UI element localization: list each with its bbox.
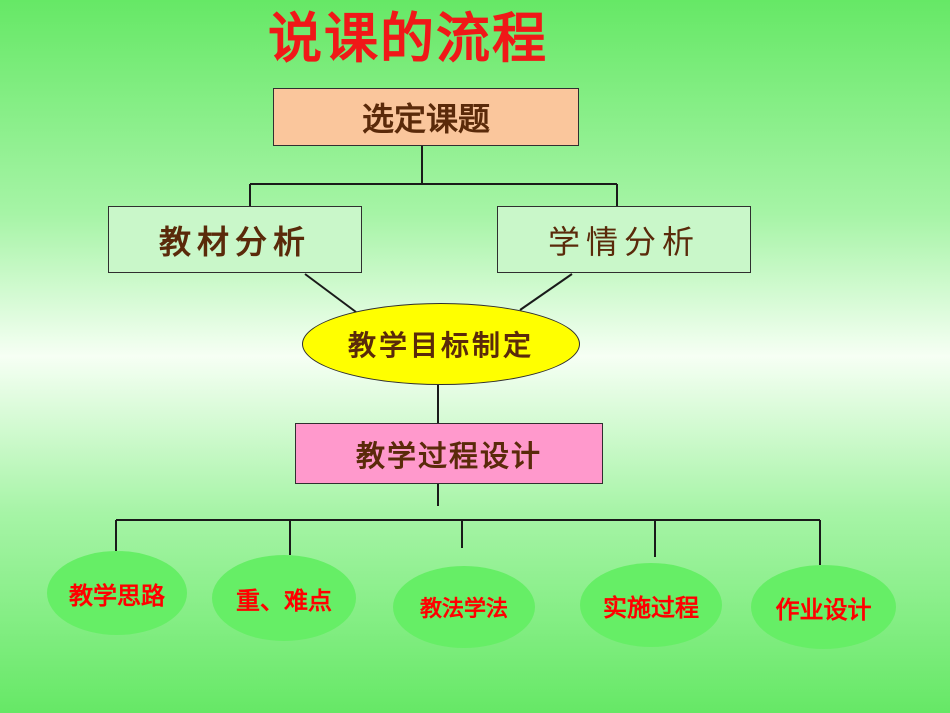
bottom-node-label: 教法学法	[419, 596, 508, 622]
bottom-node-homework: 作业设计	[751, 565, 896, 649]
node-student-analysis: 学情分析	[497, 206, 751, 273]
node-material-analysis: 教材分析	[108, 206, 362, 273]
node-teaching-process-label: 教学过程设计	[355, 438, 542, 473]
bottom-node-methods: 教法学法	[393, 566, 535, 648]
node-select-topic: 选定课题	[273, 88, 579, 146]
page-title: 说课的流程	[268, 7, 548, 70]
connector-material-goal	[304, 273, 357, 313]
node-teaching-process: 教学过程设计	[295, 423, 603, 484]
bottom-node-key-points: 重、难点	[212, 555, 356, 641]
bottom-node-label: 作业设计	[775, 594, 872, 624]
bottom-node-label: 重、难点	[236, 585, 332, 615]
node-student-analysis-label: 学情分析	[547, 222, 700, 261]
node-teaching-goal: 教学目标制定	[302, 303, 580, 385]
node-select-topic-label: 选定课题	[361, 100, 490, 138]
bottom-node-teaching-idea: 教学思路	[47, 551, 187, 635]
bottom-node-implementation: 实施过程	[580, 563, 722, 647]
node-teaching-goal-label: 教学目标制定	[347, 329, 534, 362]
bottom-node-label: 实施过程	[603, 592, 699, 622]
bottom-node-label: 教学思路	[69, 580, 165, 610]
connector-student-goal	[519, 273, 573, 311]
node-material-analysis-label: 教材分析	[158, 222, 311, 261]
